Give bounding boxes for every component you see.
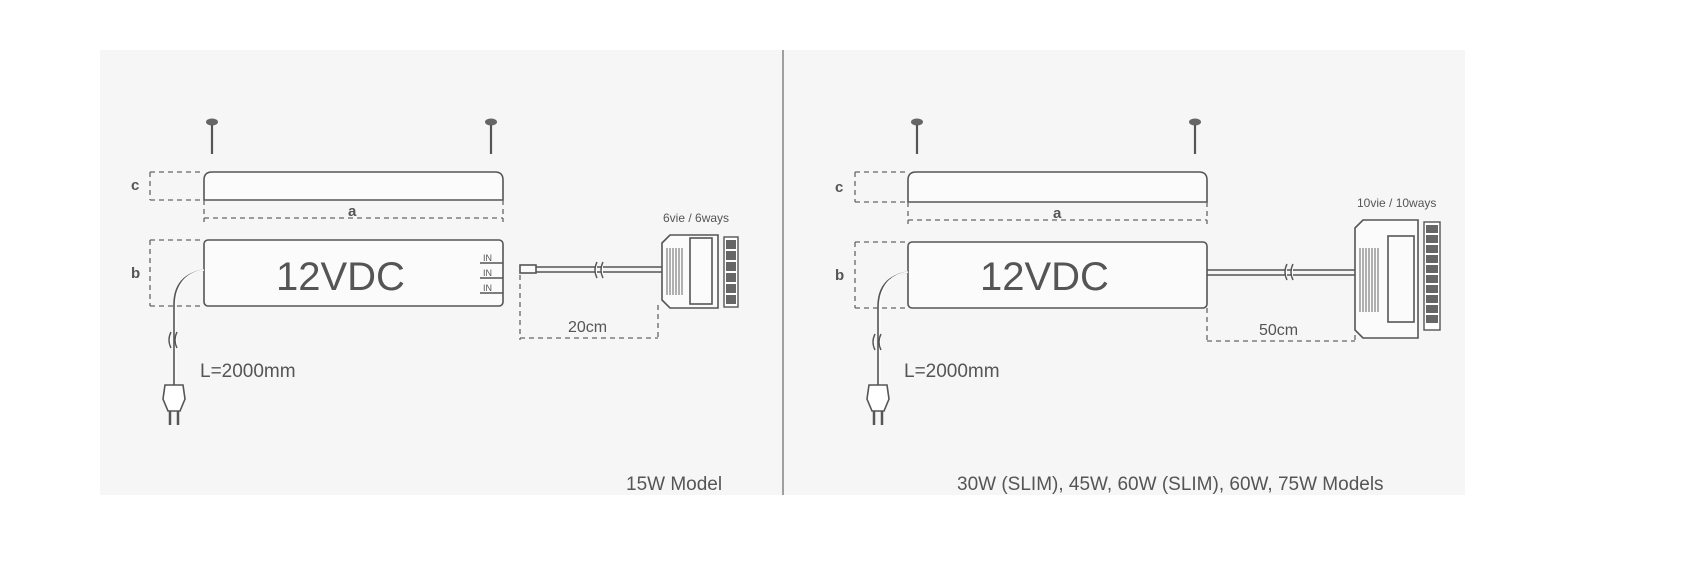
svg-text:IN: IN: [483, 283, 492, 293]
connector-label: 10vie / 10ways: [1357, 196, 1436, 210]
dim-a-label: a: [1053, 205, 1062, 222]
dim-c-label: c: [131, 177, 139, 194]
svg-text:IN: IN: [483, 253, 492, 263]
cable-length-label: L=2000mm: [904, 361, 1000, 382]
left-panel-15w: c a b 12VDC IN IN IN L=2000mm 6vie / 6wa…: [131, 117, 739, 495]
connector-label: 6vie / 6ways: [663, 211, 729, 225]
dim-c-label: c: [835, 179, 843, 196]
right-panel-30-75w: c a b 12VDC L=2000mm 10vie / 10ways 50cm…: [835, 117, 1441, 495]
cable-length-label: L=2000mm: [200, 361, 296, 382]
dim-b-label: b: [835, 267, 844, 284]
voltage-label: 12VDC: [980, 255, 1109, 299]
lead-length-label: 20cm: [568, 319, 607, 336]
power-supply-box: [203, 239, 504, 307]
dim-a-label: a: [348, 203, 357, 220]
lead-length-label: 50cm: [1259, 322, 1298, 339]
side-profile-box: [203, 171, 504, 201]
dim-b-label: b: [131, 265, 140, 282]
model-caption: 15W Model: [626, 474, 722, 495]
model-caption: 30W (SLIM), 45W, 60W (SLIM), 60W, 75W Mo…: [957, 474, 1384, 495]
svg-text:IN: IN: [483, 268, 492, 278]
input-ports: IN IN IN: [480, 253, 503, 294]
side-profile-box: [907, 171, 1208, 203]
lead-plug: [519, 264, 537, 274]
voltage-label: 12VDC: [276, 255, 405, 299]
